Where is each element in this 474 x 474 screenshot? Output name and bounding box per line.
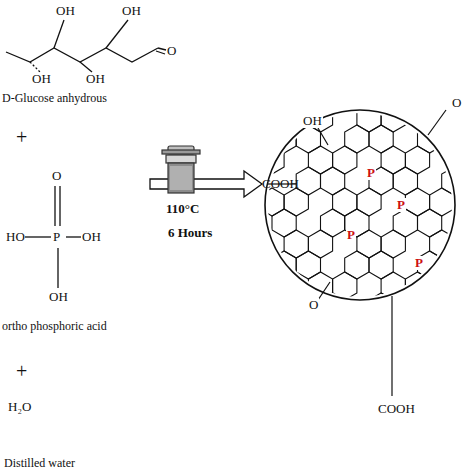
- surface-bond: [428, 110, 446, 135]
- oh-bond: [106, 20, 128, 48]
- carbon-ring: [333, 272, 357, 300]
- p-oh-bond: [66, 236, 81, 237]
- carbon-ring: [405, 188, 429, 216]
- compound-name: D-Glucose anhydrous: [2, 92, 107, 105]
- hydroxyl-label: HO: [6, 230, 25, 244]
- carbon-ring: [393, 167, 417, 195]
- carbon-ring: [454, 272, 474, 300]
- carbon-ring: [308, 146, 332, 174]
- carbon-ring: [296, 293, 320, 321]
- hydroxyl-label: OH: [302, 114, 323, 128]
- carbon-ring: [442, 167, 466, 195]
- hydroxyl-label: OH: [86, 72, 105, 86]
- carbon-ring: [333, 146, 357, 174]
- carbon-ring: [442, 293, 466, 321]
- carbon-ring: [442, 251, 466, 279]
- time-label: 6 Hours: [168, 226, 212, 240]
- carbon-ring: [381, 146, 405, 174]
- carbon-ring: [442, 125, 466, 153]
- carbon-ring: [272, 251, 296, 279]
- hydroxyl-label: OH: [32, 72, 51, 86]
- carbon-ring: [321, 293, 345, 321]
- carbon-ring: [369, 251, 393, 279]
- plus-sign: +: [16, 126, 27, 148]
- oxygen-label: O: [452, 96, 461, 110]
- compound-name: Distilled water: [4, 457, 75, 470]
- carbon-ring: [381, 230, 405, 258]
- carbon-ring: [321, 209, 345, 237]
- phosphorus-dopant: P: [396, 198, 406, 212]
- hydroxyl-label: OH: [82, 230, 101, 244]
- carbon-ring: [454, 146, 474, 174]
- phosphorus-label: P: [53, 230, 60, 244]
- p-o-double-bond: [54, 186, 55, 226]
- carbon-ring: [430, 188, 454, 216]
- carbon-ring: [296, 251, 320, 279]
- phosphorus-dopant: P: [414, 256, 424, 270]
- carbon-ring: [272, 209, 296, 237]
- carbonyl-label: O: [308, 298, 319, 312]
- oxygen-label: O: [167, 44, 176, 58]
- carbon-ring: [296, 167, 320, 195]
- carbon-ring: [466, 167, 474, 195]
- carbon-ring: [381, 272, 405, 300]
- carbon-ring: [405, 272, 429, 300]
- carbon-ring: [357, 230, 381, 258]
- compound-name: ortho phosphoric acid: [2, 320, 107, 333]
- carbon-ring: [321, 167, 345, 195]
- oh-bond: [80, 62, 92, 72]
- carbon-ring: [369, 293, 393, 321]
- carbon-ring: [369, 125, 393, 153]
- carboxyl-label: COOH: [262, 177, 299, 191]
- carbon-ring: [272, 125, 296, 153]
- autoclave-icon: [162, 146, 200, 193]
- carbon-ring: [333, 188, 357, 216]
- reaction-arrow: [150, 171, 262, 197]
- carbon-ring: [296, 125, 320, 153]
- phosphorus-dopant: P: [366, 166, 376, 180]
- carbon-ring: [260, 146, 284, 174]
- carbon-ring: [430, 230, 454, 258]
- p-oh-bond: [57, 248, 58, 288]
- carbon-ring: [357, 104, 381, 132]
- carbon-ring: [260, 188, 284, 216]
- phosphorus-dopant: P: [346, 228, 356, 242]
- carbon-ring: [284, 188, 308, 216]
- oh-bond: [318, 128, 328, 145]
- carbon-ring: [284, 230, 308, 258]
- oh-bond: [30, 62, 40, 72]
- p-oh-bond: [25, 236, 51, 237]
- carbon-ring: [381, 104, 405, 132]
- carbon-ring: [260, 272, 284, 300]
- glucose-chain: [6, 48, 158, 62]
- carbon-ring: [308, 230, 332, 258]
- carbon-ring: [418, 209, 442, 237]
- oxygen-label: O: [52, 169, 61, 183]
- hydroxyl-label: OH: [49, 290, 68, 304]
- carbon-ring: [466, 293, 474, 321]
- carbon-ring: [357, 188, 381, 216]
- carbon-ring: [466, 209, 474, 237]
- carbon-ring: [405, 146, 429, 174]
- oh-bond: [54, 20, 64, 48]
- carbon-ring: [454, 230, 474, 258]
- carbon-ring: [308, 272, 332, 300]
- hydroxyl-label: OH: [56, 4, 75, 18]
- carboxyl-label: COOH: [378, 402, 415, 416]
- graphitic-rings: [260, 104, 474, 321]
- carbon-ring: [393, 209, 417, 237]
- plus-sign: +: [16, 360, 27, 382]
- water-formula: H₂O: [8, 400, 31, 414]
- carbon-ring: [345, 125, 369, 153]
- carbon-ring: [418, 125, 442, 153]
- carbon-ring: [345, 251, 369, 279]
- co-bond: [318, 282, 330, 300]
- temperature-label: 110°C: [166, 202, 199, 216]
- cooh-bond: [391, 296, 392, 396]
- carbon-dot-outline: [265, 110, 455, 300]
- carbon-ring: [393, 293, 417, 321]
- hydroxyl-label: OH: [122, 4, 141, 18]
